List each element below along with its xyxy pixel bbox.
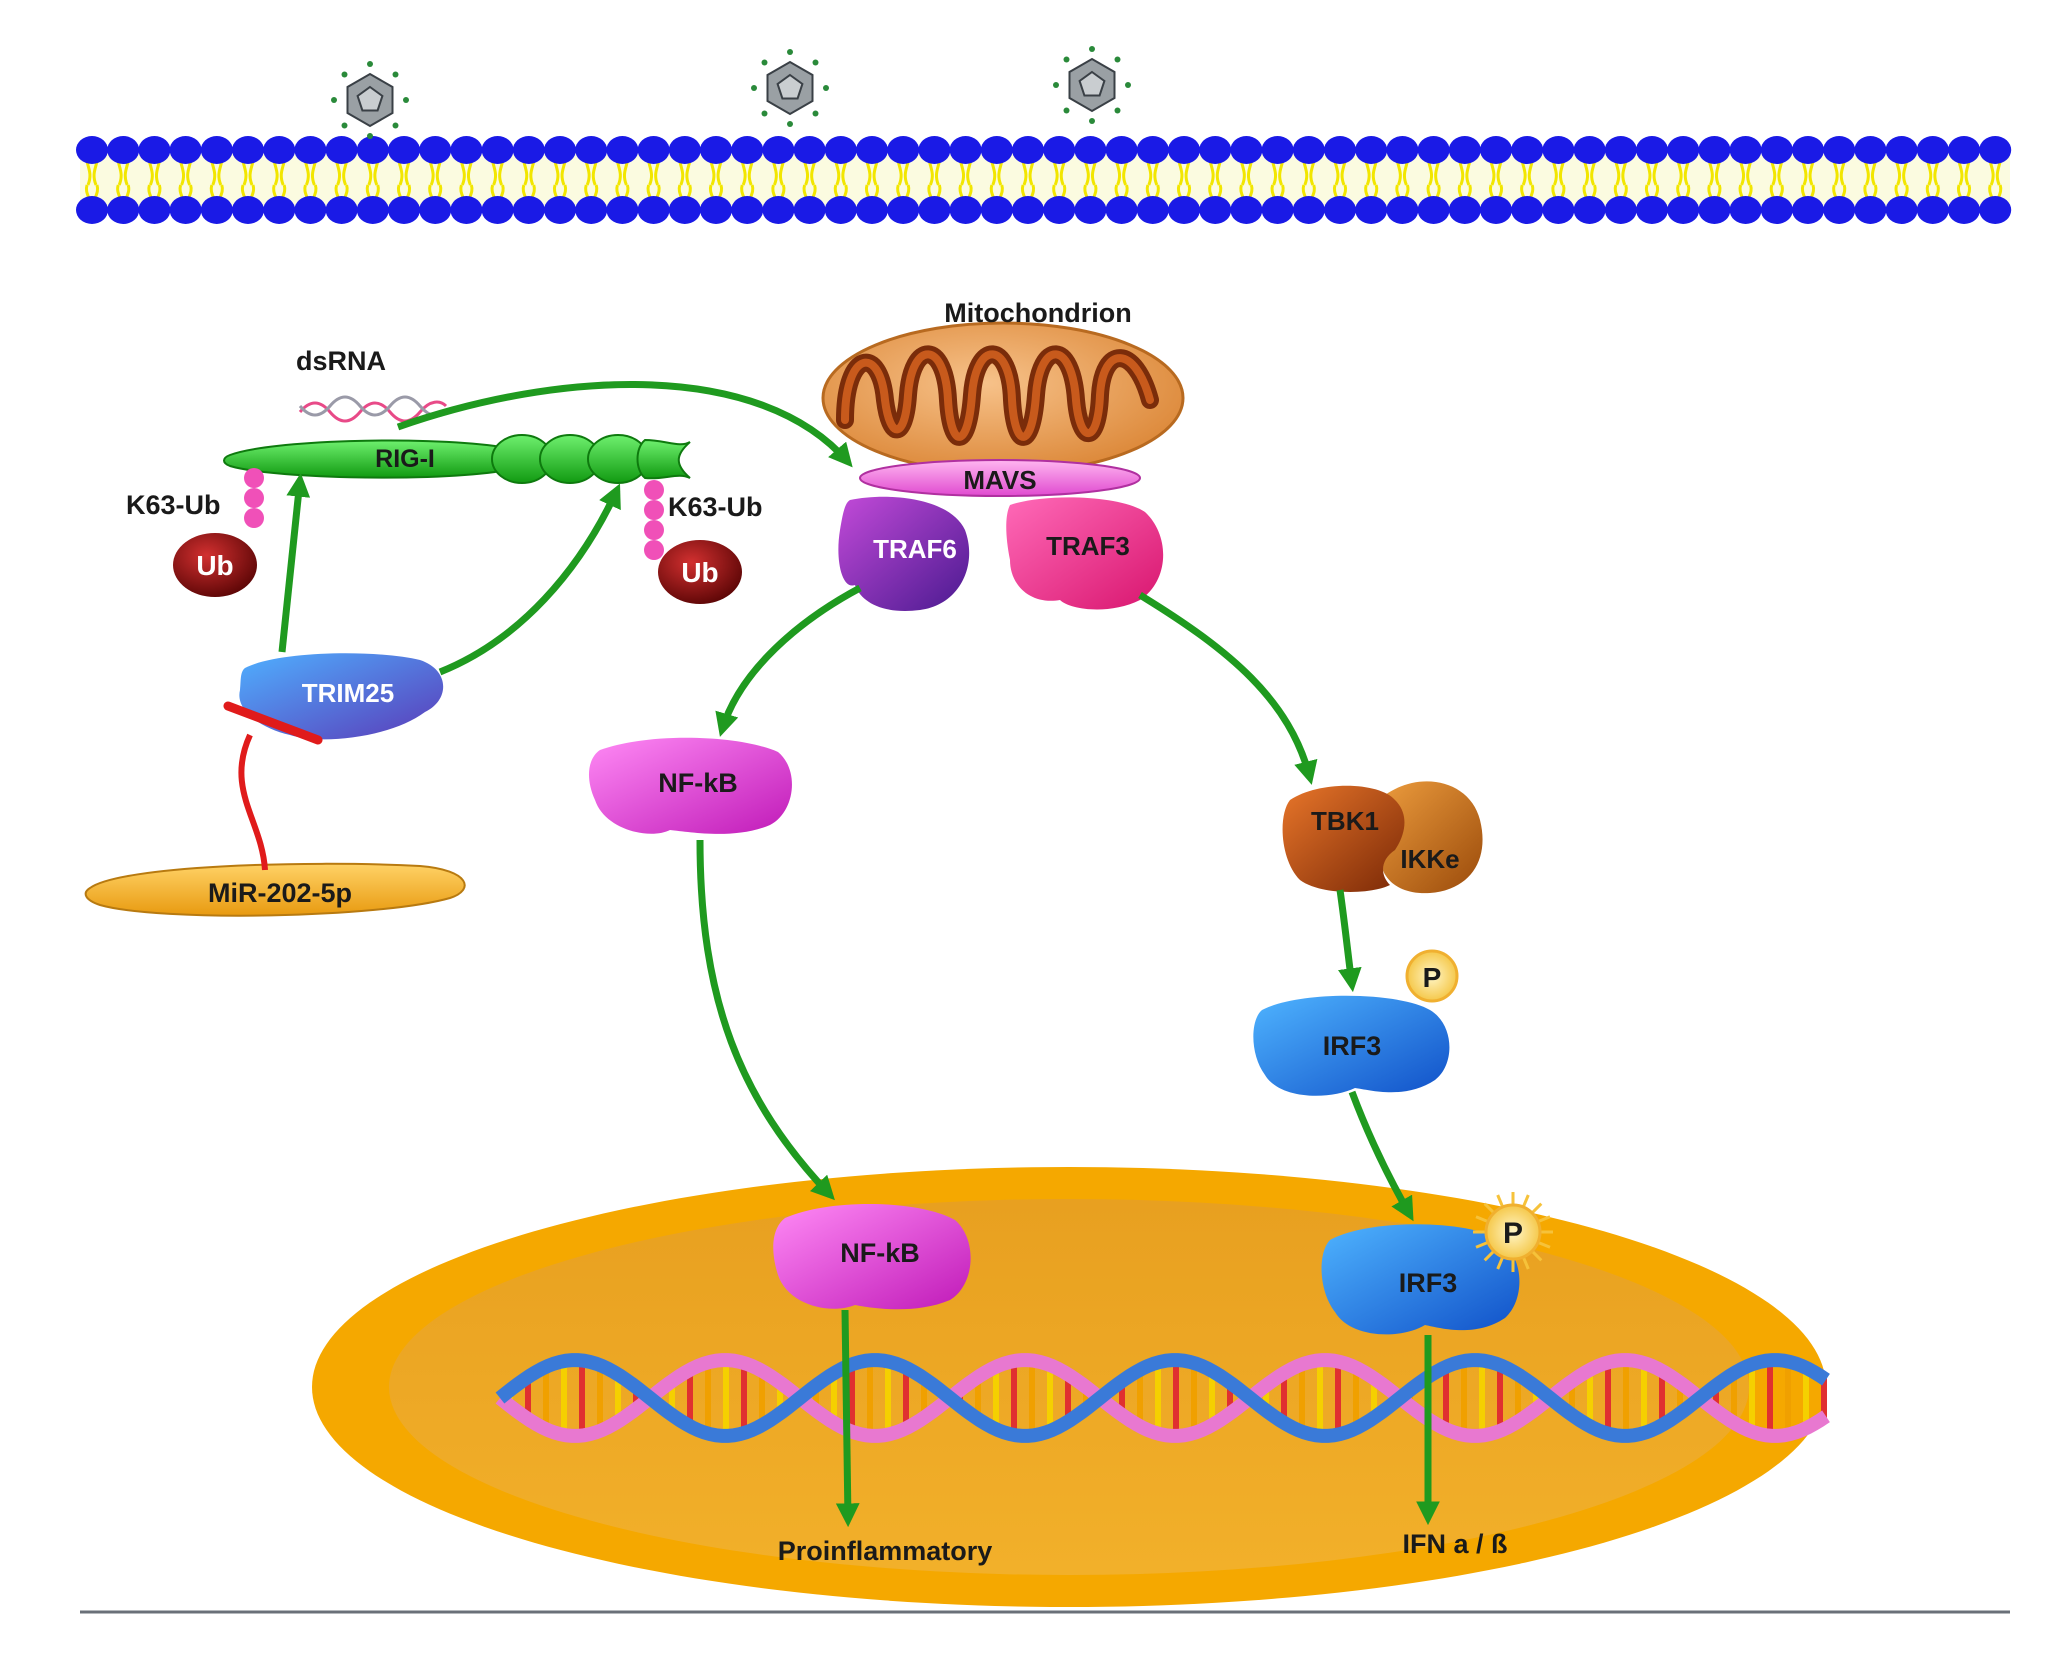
ub-right: Ub: [658, 540, 742, 604]
mavs-protein: MAVS: [859, 459, 1141, 497]
ikke-label: IKKe: [1400, 844, 1459, 874]
tbk1-label: TBK1: [1311, 806, 1379, 836]
traf6-label: TRAF6: [873, 534, 957, 564]
ub-label-left: Ub: [196, 550, 233, 581]
arrow-traf3-to-tbk1: [1138, 592, 1318, 785]
traf3-protein: TRAF3: [1006, 497, 1164, 610]
k63-chain-left: [244, 468, 264, 528]
trim25-label: TRIM25: [302, 678, 394, 708]
irf3-cyto-label: IRF3: [1323, 1031, 1382, 1061]
pathway-arrows: [278, 381, 1440, 1528]
k63-chain-right: [644, 480, 664, 560]
mitochondrion: [821, 321, 1185, 475]
p-cyto-label: P: [1423, 962, 1442, 993]
nfkb-nucleus: NF-kB: [773, 1203, 971, 1310]
phosphate-cytoplasm: P: [1405, 949, 1459, 1003]
dsrna-label: dsRNA: [296, 346, 386, 376]
k63-label-right: K63-Ub: [668, 492, 763, 522]
nfkb-nuc-label: NF-kB: [840, 1238, 920, 1268]
arrow-traf6-to-nfkb: [715, 584, 862, 737]
phosphate-nucleus: P: [1473, 1192, 1553, 1272]
arrow-tbk1-to-irf3: [1336, 889, 1362, 993]
traf6-protein: TRAF6: [838, 496, 970, 611]
trim25-protein: TRIM25: [239, 653, 444, 740]
mavs-label: MAVS: [963, 465, 1036, 495]
arrow-nfkb-to-proinflammatory: [835, 1309, 860, 1528]
nfkb-cyto-label: NF-kB: [658, 768, 738, 798]
k63-label-left: K63-Ub: [126, 490, 221, 520]
arrow-nfkb-to-nucleus: [696, 839, 835, 1201]
nfkb-cytoplasm: NF-kB: [588, 737, 792, 834]
proinflammatory-label: Proinflammatory: [778, 1536, 993, 1566]
virus-particles: [331, 46, 1131, 139]
traf3-label: TRAF3: [1046, 531, 1130, 561]
irf3-cytoplasm: IRF3: [1253, 995, 1450, 1096]
p-nuc-label: P: [1503, 1217, 1523, 1250]
arrow-trim25-to-rigi-left: [278, 472, 311, 653]
rigi-label: RIG-I: [375, 445, 435, 473]
dsrna-strand: [298, 395, 448, 423]
arrow-trim25-to-rigi-right: [438, 483, 621, 676]
mir-202-5p: MiR-202-5p: [84, 862, 466, 917]
ifn-label: IFN a / ß: [1402, 1529, 1507, 1559]
irf3-nucleus: IRF3: [1321, 1224, 1520, 1335]
arrow-irf3-to-nucleus: [1348, 1090, 1414, 1222]
tbk1-ikke-complex: TBK1 IKKe: [1282, 781, 1483, 894]
irf3-nuc-label: IRF3: [1399, 1268, 1458, 1298]
cell-membrane: [76, 136, 2012, 224]
ub-left: Ub: [173, 533, 257, 597]
mitochondrion-label: Mitochondrion: [944, 298, 1131, 328]
mir-label: MiR-202-5p: [208, 878, 352, 908]
rigi-protein: RIG-I: [223, 434, 691, 484]
inhibition-mir-trim25: [223, 701, 323, 871]
arrow-rigi-to-mavs: [396, 381, 853, 468]
ub-label-right: Ub: [681, 557, 718, 588]
